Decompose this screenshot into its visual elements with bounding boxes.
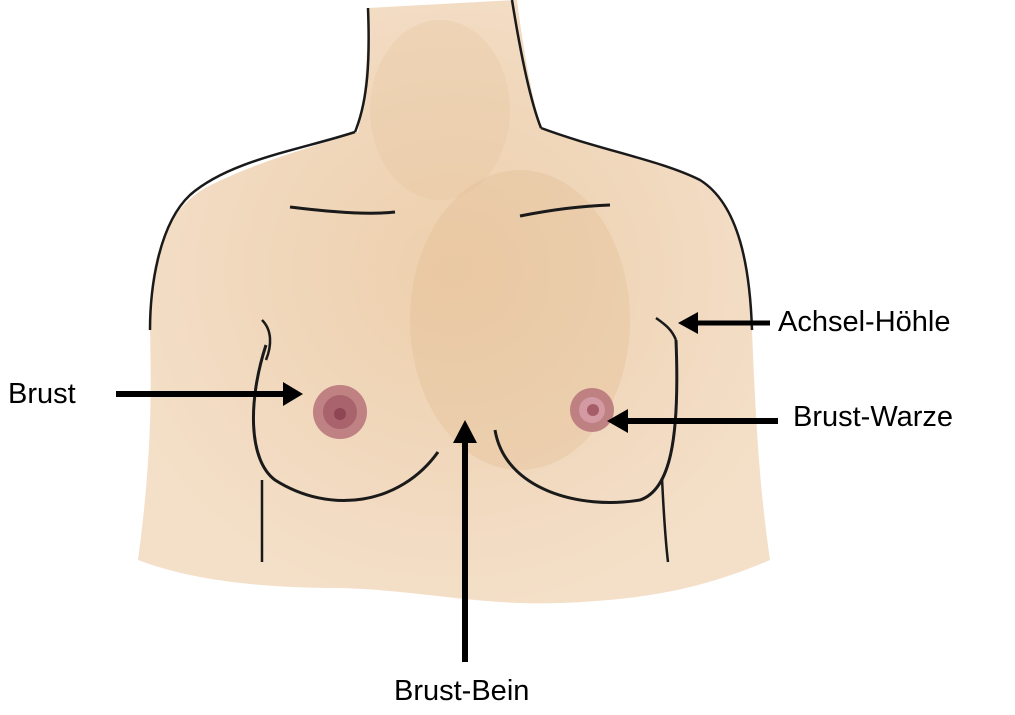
right-nipple	[570, 388, 614, 432]
label-achsel-hoehle: Achsel-Höhle	[778, 308, 950, 337]
neck-shade	[370, 20, 510, 200]
label-brust: Brust	[8, 380, 76, 409]
label-brust-warze: Brust-Warze	[793, 403, 953, 432]
label-brust-bein: Brust-Bein	[394, 677, 529, 706]
left-nipple	[313, 385, 367, 439]
